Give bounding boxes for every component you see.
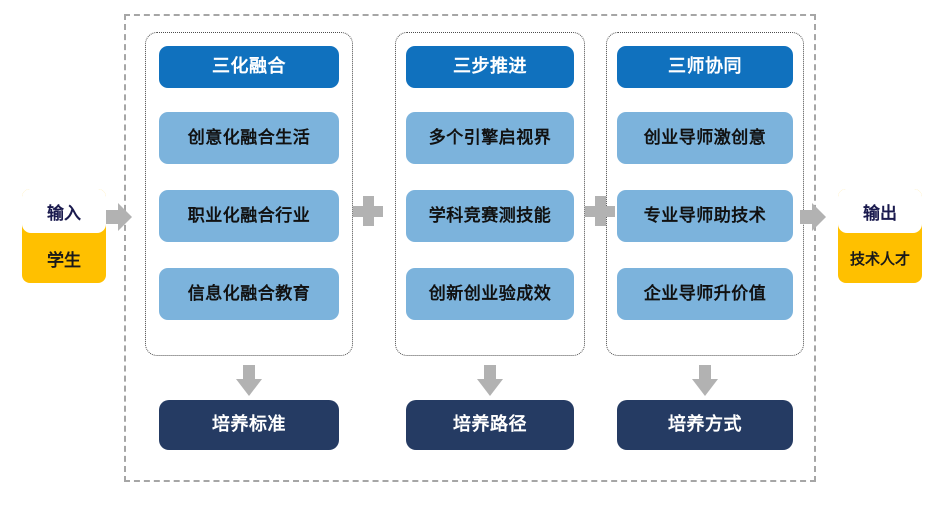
column-1-header[interactable]: 三化融合 bbox=[159, 46, 339, 88]
column-3-item-2[interactable]: 专业导师助技术 bbox=[617, 190, 793, 242]
arrow-right-icon-output bbox=[800, 203, 826, 231]
column-3-footer[interactable]: 培养方式 bbox=[617, 400, 793, 450]
output-value: 技术人才 bbox=[849, 249, 910, 268]
column-3-header[interactable]: 三师协同 bbox=[617, 46, 793, 88]
outer-dashed-frame bbox=[124, 14, 816, 482]
column-1-item-1[interactable]: 创意化融合生活 bbox=[159, 112, 339, 164]
arrow-head bbox=[477, 379, 503, 396]
arrow-head bbox=[692, 379, 718, 396]
plus-icon-2 bbox=[585, 196, 615, 226]
column-frame-3 bbox=[606, 32, 804, 356]
column-2-header[interactable]: 三步推进 bbox=[406, 46, 574, 88]
input-box[interactable]: 输入 学生 bbox=[22, 189, 106, 283]
arrow-shaft bbox=[484, 365, 496, 381]
arrow-head bbox=[236, 379, 262, 396]
arrow-shaft bbox=[699, 365, 711, 381]
column-frame-1 bbox=[145, 32, 353, 356]
arrow-down-icon-1 bbox=[236, 365, 262, 397]
arrow-shaft bbox=[243, 365, 255, 381]
column-3-item-3[interactable]: 企业导师升价值 bbox=[617, 268, 793, 320]
arrow-down-icon-2 bbox=[477, 365, 503, 397]
column-2-footer[interactable]: 培养路径 bbox=[406, 400, 574, 450]
arrow-head bbox=[812, 203, 826, 231]
column-1-item-2[interactable]: 职业化融合行业 bbox=[159, 190, 339, 242]
column-3-item-1[interactable]: 创业导师激创意 bbox=[617, 112, 793, 164]
column-1-footer[interactable]: 培养标准 bbox=[159, 400, 339, 450]
column-frame-2 bbox=[395, 32, 585, 356]
column-2-item-3[interactable]: 创新创业验成效 bbox=[406, 268, 574, 320]
arrow-right-icon-input bbox=[106, 203, 132, 231]
arrow-head bbox=[118, 203, 132, 231]
column-2-item-1[interactable]: 多个引擎启视界 bbox=[406, 112, 574, 164]
output-label: 输出 bbox=[838, 189, 922, 233]
arrow-shaft bbox=[800, 210, 814, 224]
plus-icon-1 bbox=[353, 196, 383, 226]
column-2-item-2[interactable]: 学科竞赛测技能 bbox=[406, 190, 574, 242]
output-box[interactable]: 输出 技术人才 bbox=[838, 189, 922, 283]
arrow-down-icon-3 bbox=[692, 365, 718, 397]
input-label: 输入 bbox=[22, 189, 106, 233]
input-value: 学生 bbox=[47, 250, 81, 271]
arrow-shaft bbox=[106, 210, 120, 224]
column-1-item-3[interactable]: 信息化融合教育 bbox=[159, 268, 339, 320]
